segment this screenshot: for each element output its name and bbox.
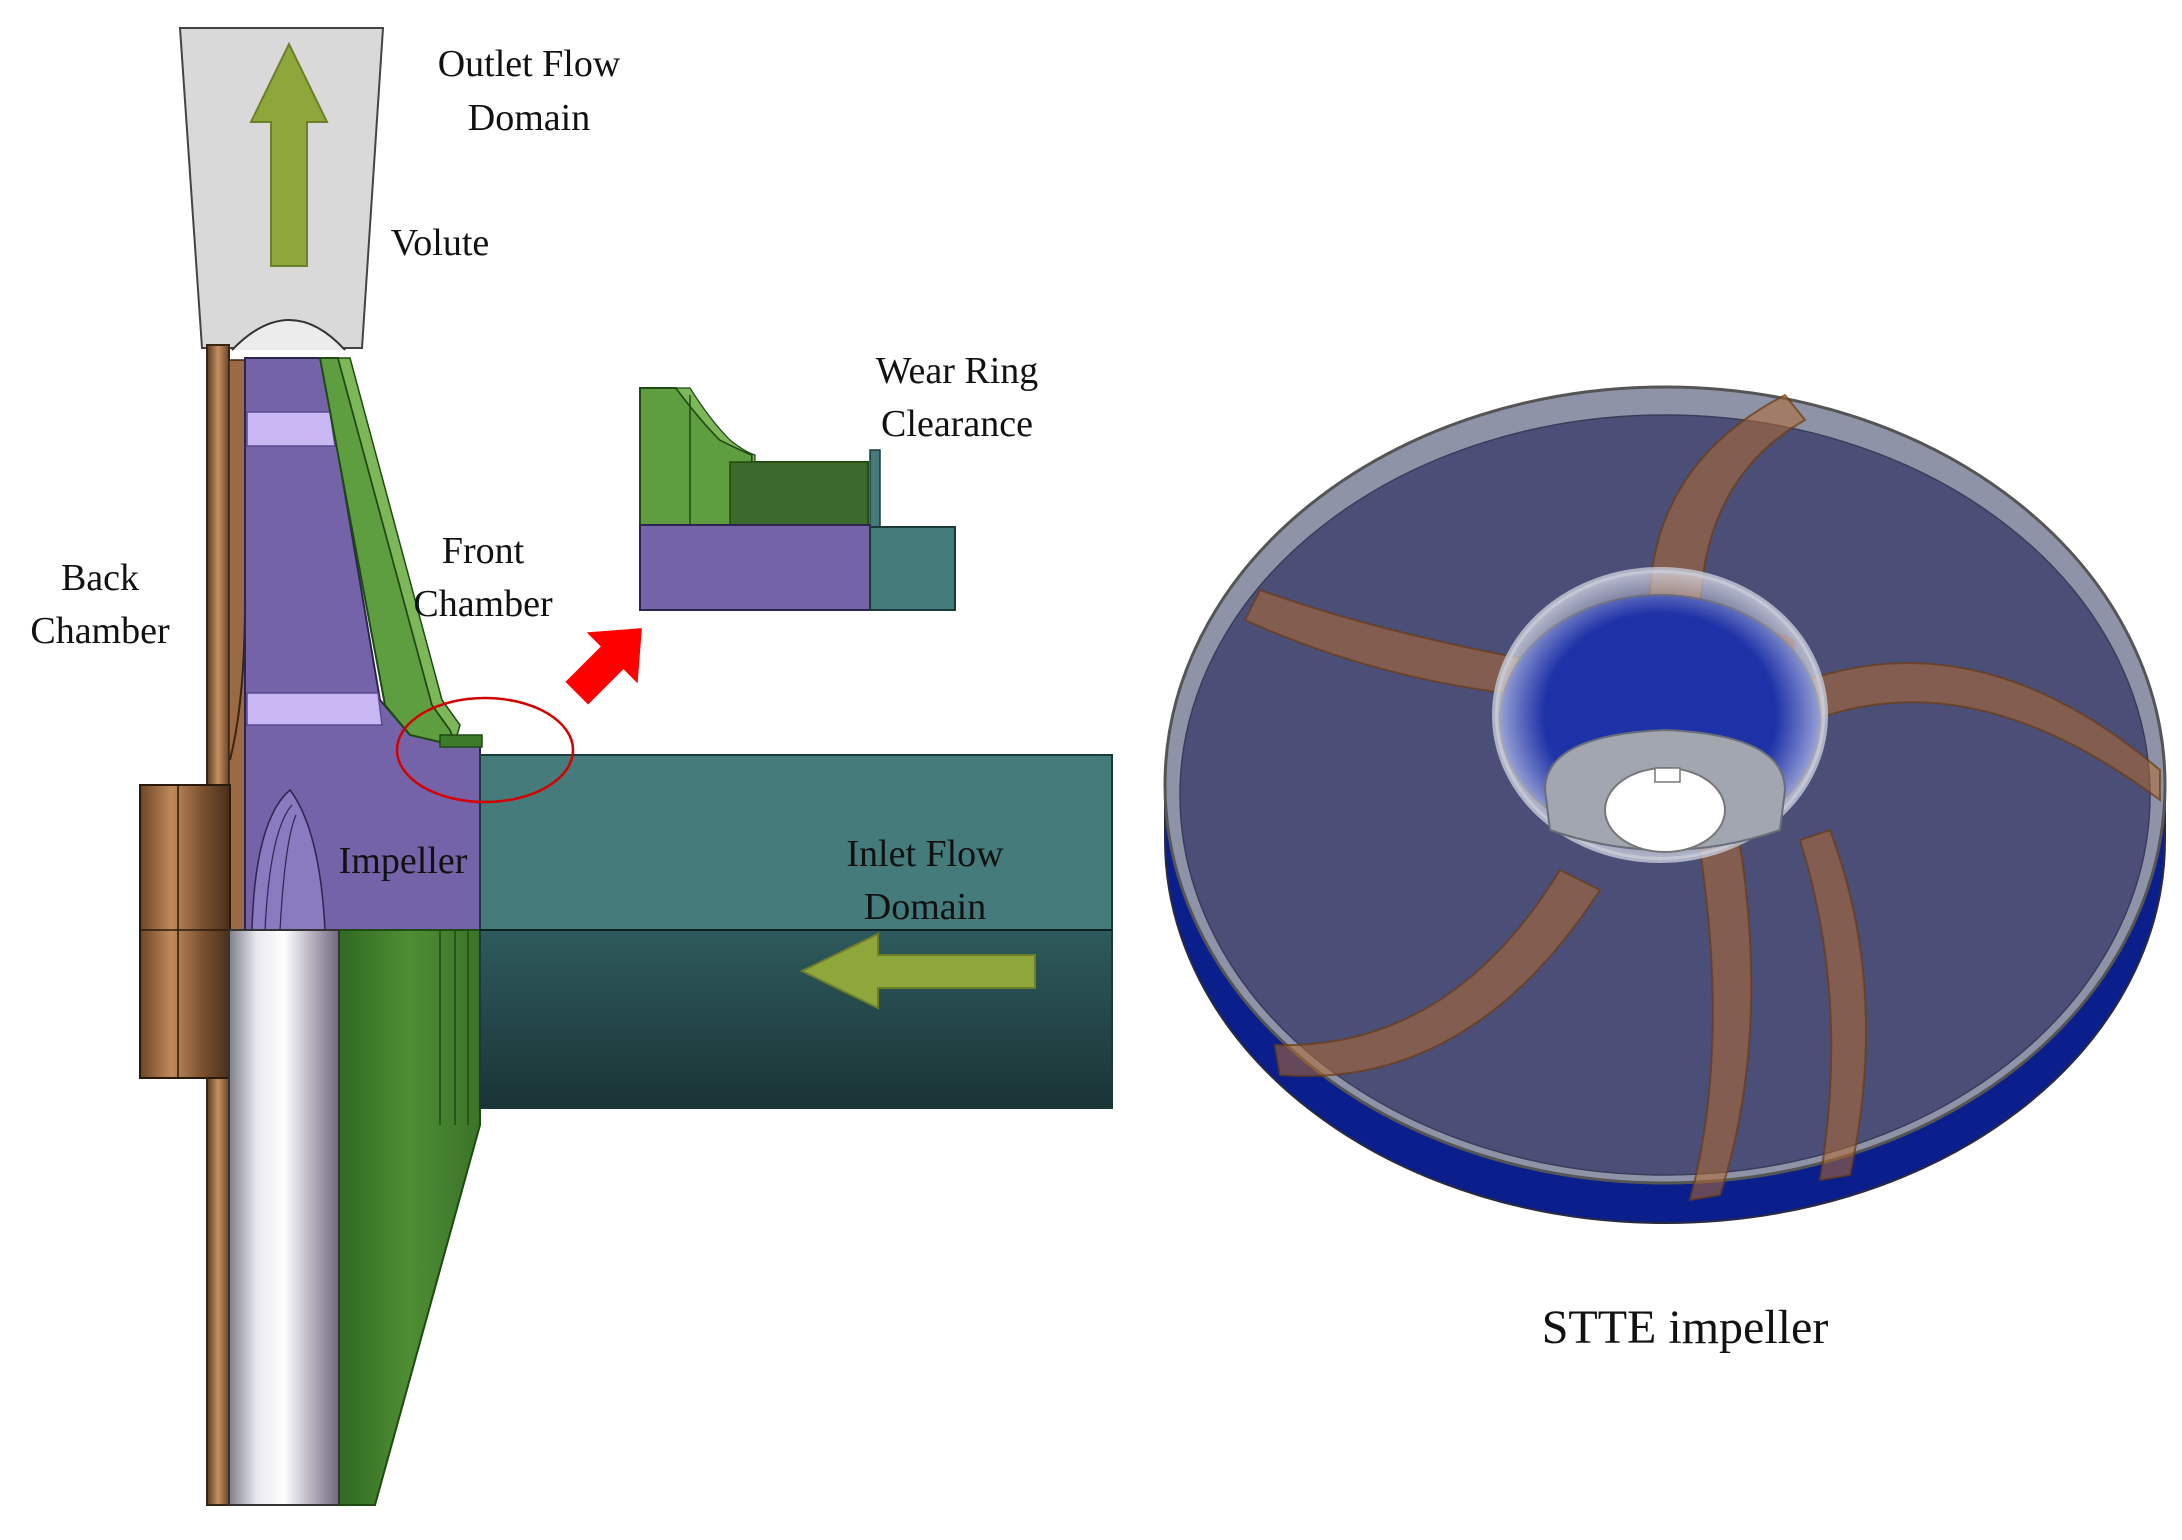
label-stte-impeller: STTE impeller: [1542, 1301, 1829, 1354]
label-wear-ring-2: Clearance: [881, 403, 1033, 445]
label-volute: Volute: [391, 222, 490, 264]
wear-ring-detail: [639, 387, 956, 611]
label-back-chamber-2: Chamber: [30, 610, 170, 652]
impeller-band-top: [246, 411, 336, 447]
impeller-band-bottom: [246, 692, 383, 726]
stte-impeller-3d: [1163, 385, 2167, 1224]
label-outlet-flow-domain-2: Domain: [468, 97, 590, 139]
inlet-flow-arrow-icon: [799, 932, 1036, 1010]
back-chamber-inner: [228, 359, 246, 931]
volute-tongue: [231, 319, 346, 351]
front-casing-lower: [337, 929, 481, 1506]
label-inlet-flow-domain-2: Domain: [864, 886, 986, 928]
callout-arrow-icon: [565, 628, 642, 705]
label-inlet-flow-domain-1: Inlet Flow: [846, 833, 1004, 875]
label-wear-ring-1: Wear Ring: [876, 350, 1039, 392]
back-hub: [139, 784, 231, 1079]
label-outlet-flow-domain-1: Outlet Flow: [438, 43, 621, 85]
label-back-chamber-1: Back: [61, 557, 139, 599]
outlet-flow-arrow-icon: [249, 41, 329, 267]
label-front-chamber-2: Chamber: [413, 583, 553, 625]
label-front-chamber-1: Front: [442, 530, 525, 572]
shaft: [228, 929, 340, 1506]
label-impeller: Impeller: [339, 840, 468, 882]
wear-ring-callout-circle: [395, 696, 575, 804]
inlet-flow-domain-upper: [479, 754, 1113, 931]
